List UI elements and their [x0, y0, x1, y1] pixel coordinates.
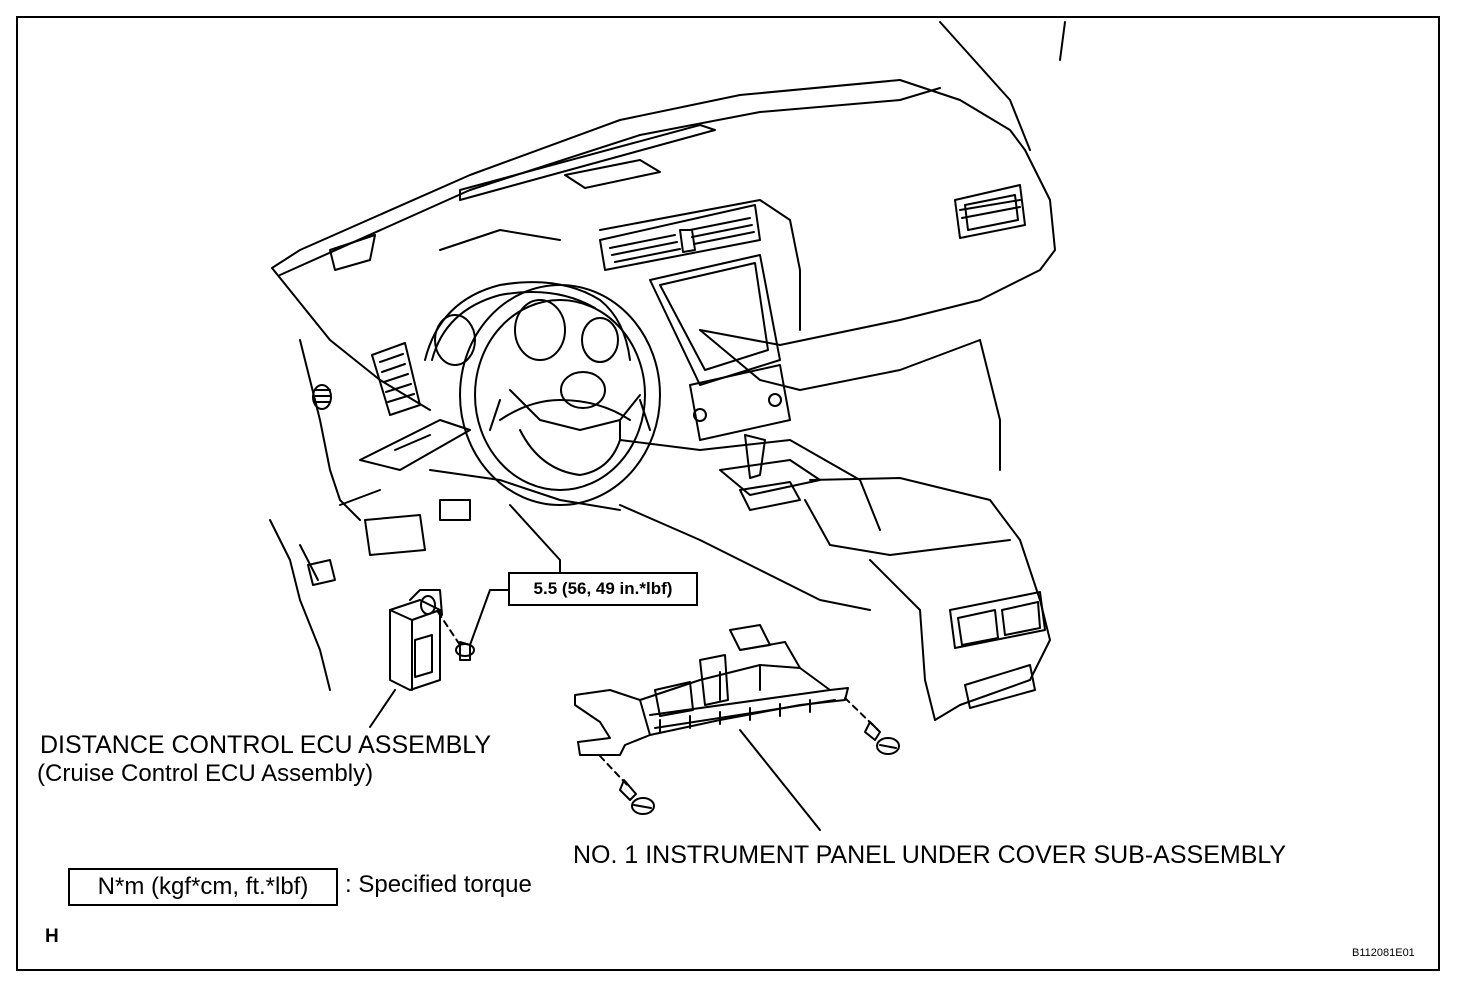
- torque-legend-units: N*m (kgf*cm, ft.*lbf): [97, 873, 309, 900]
- under-cover: [574, 624, 849, 756]
- left-dash-side: [269, 339, 471, 691]
- instrument-cluster: [424, 281, 631, 366]
- lower-dash-line: [339, 469, 871, 611]
- dashboard-body: [271, 149, 1056, 471]
- section-marker: H: [45, 926, 59, 947]
- center-console-upper: [599, 204, 791, 441]
- torque-legend-box: N*m (kgf*cm, ft.*lbf): [68, 868, 338, 906]
- torque-callout: 5.5 (56, 49 in.*lbf): [508, 572, 698, 606]
- steering-wheel: [459, 284, 661, 576]
- bolt-left: [599, 755, 655, 815]
- ecu-assembly: [389, 589, 475, 691]
- torque-legend-text: : Specified torque: [345, 871, 532, 898]
- ecu-label-line1: DISTANCE CONTROL ECU ASSEMBLY: [40, 731, 492, 759]
- center-console-lower: [699, 434, 1051, 721]
- under-cover-label: NO. 1 INSTRUMENT PANEL UNDER COVER SUB-A…: [573, 841, 1287, 869]
- diagram-frame: [16, 16, 1440, 971]
- torque-value: 5.5 (56, 49 in.*lbf): [533, 579, 673, 598]
- ecu-label-line2: (Cruise Control ECU Assembly): [37, 760, 374, 787]
- bolt-right: [844, 697, 900, 755]
- right-air-vent: [954, 184, 1026, 239]
- figure-code: B112081E01: [1352, 947, 1415, 959]
- windshield-lines: [271, 21, 1066, 276]
- leader-lines: [369, 589, 821, 831]
